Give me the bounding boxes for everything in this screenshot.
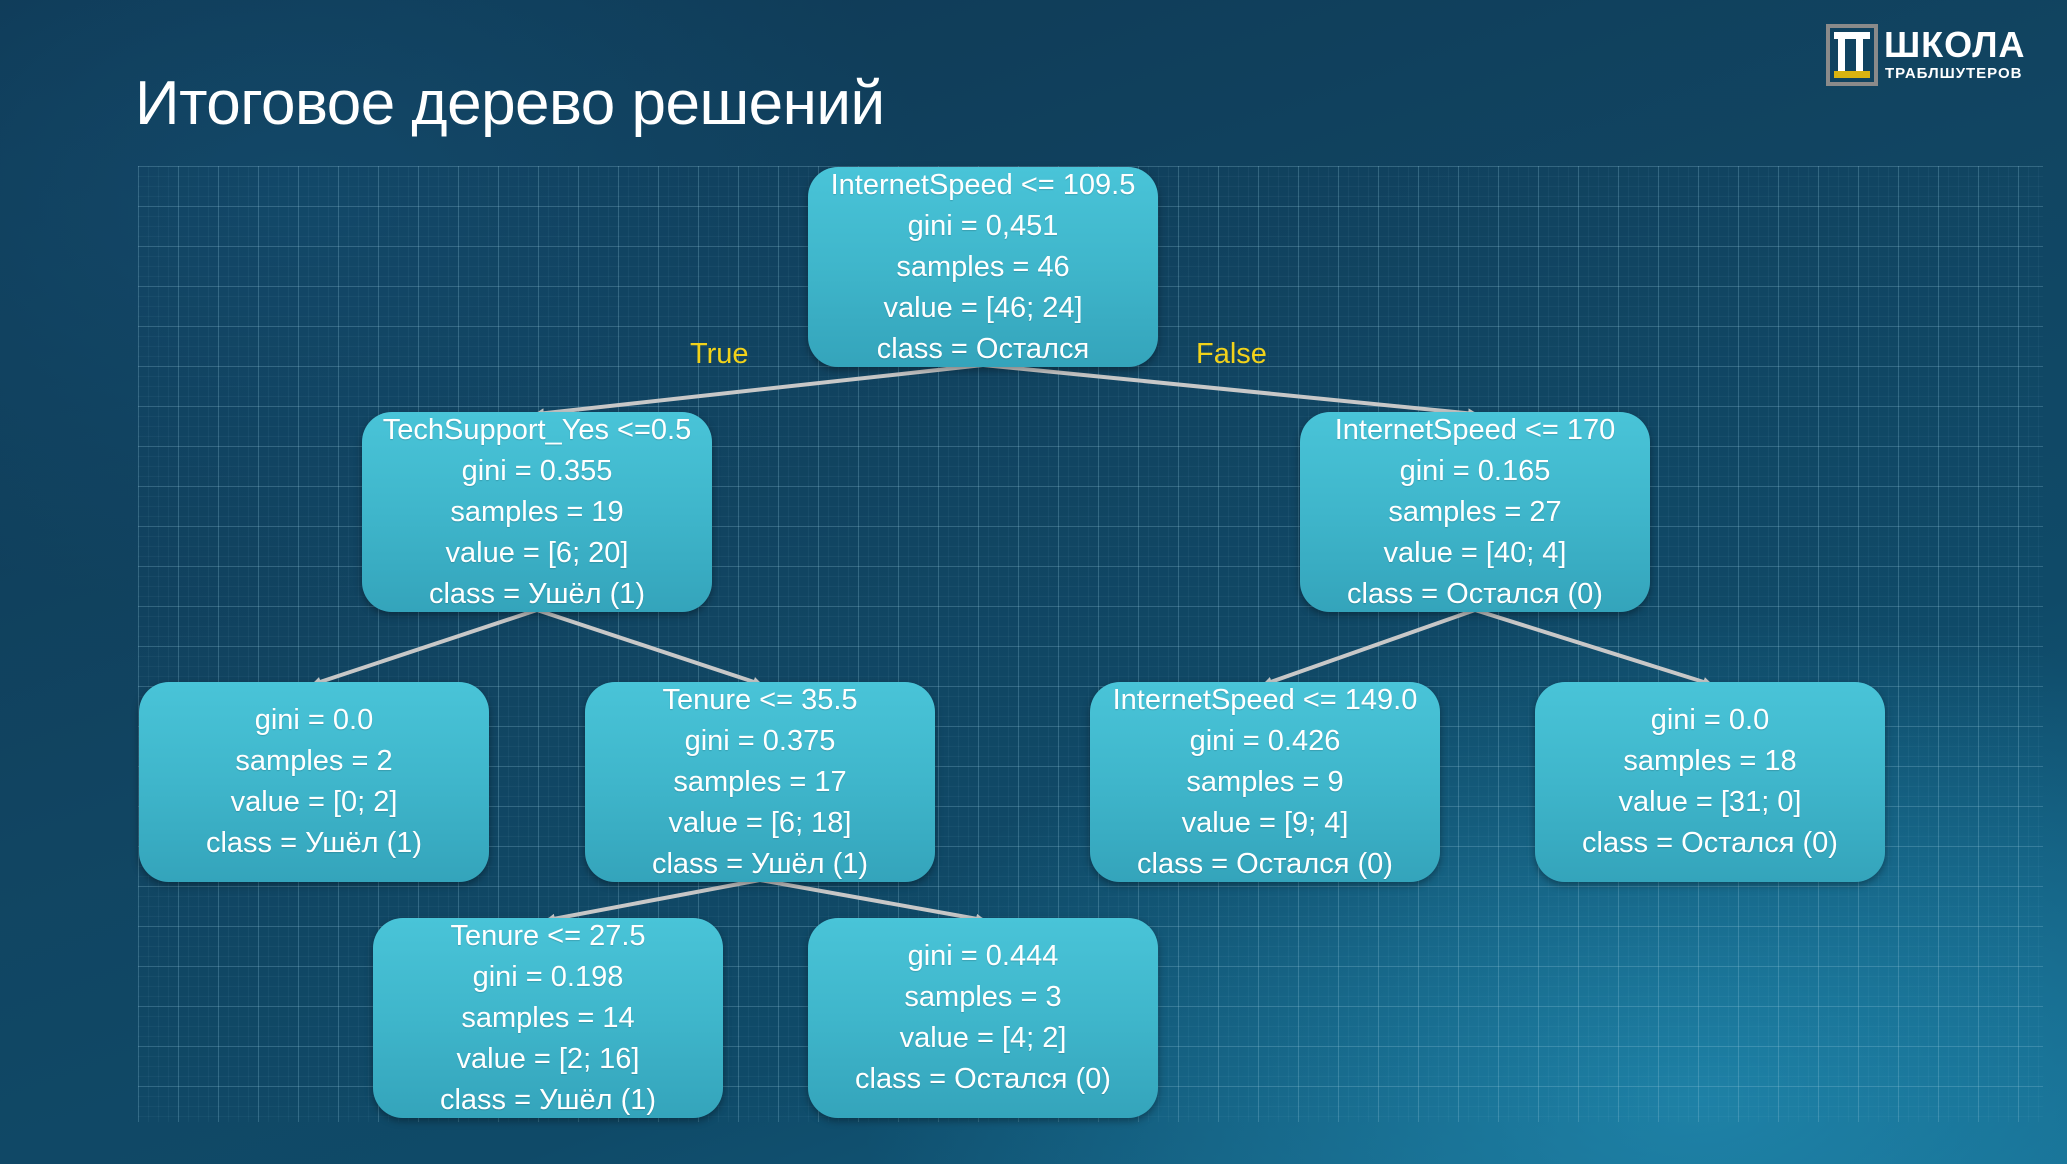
node-line: class = Остался xyxy=(876,332,1090,365)
node-line: value = [31; 0] xyxy=(1618,786,1802,818)
edge-root-to-internet170 xyxy=(982,363,1478,419)
node-line: samples = 27 xyxy=(1388,495,1562,528)
node-line: gini = 0.165 xyxy=(1399,454,1551,487)
edge-internet170-to-internet149 xyxy=(1262,608,1476,687)
node-line: value = [2; 16] xyxy=(456,1042,640,1075)
node-line: value = [40; 4] xyxy=(1383,536,1567,569)
node-line: samples = 18 xyxy=(1623,745,1797,777)
edge-label-false: False xyxy=(1196,338,1267,370)
logo-mark-icon xyxy=(1826,24,1878,86)
logo: ШКОЛА ТРАБЛШУТЕРОВ xyxy=(1826,24,2052,88)
edge-tenure355-to-leaf-ostalsya-3 xyxy=(759,878,986,924)
node-line: class = Ушёл (1) xyxy=(205,827,423,859)
node-line: Tenure <= 35.5 xyxy=(662,683,858,716)
node-line: InternetSpeed <= 170 xyxy=(1334,413,1616,446)
node-line: gini = 0.0 xyxy=(254,704,374,736)
tree-node-techsupport: TechSupport_Yes <=0.5 gini = 0.355 samples… xyxy=(362,412,712,612)
edge-techsupport-to-leaf-ushel-2 xyxy=(311,608,538,687)
edge-label-true: True xyxy=(690,338,749,370)
node-line: samples = 17 xyxy=(673,765,847,798)
node-line: value = [46; 24] xyxy=(883,291,1083,324)
node-line: value = [4; 2] xyxy=(899,1022,1067,1054)
logo-text-sub: ТРАБЛШУТЕРОВ xyxy=(1885,65,2023,82)
node-line: class = Остался (0) xyxy=(1137,847,1393,880)
node-line: gini = 0.198 xyxy=(472,960,624,993)
tree-node-internet170: InternetSpeed <= 170 gini = 0.165 samples … xyxy=(1300,412,1650,612)
node-line: gini = 0.355 xyxy=(461,454,613,487)
node-line: value = [9; 4] xyxy=(1181,806,1349,839)
edge-tenure355-to-tenure275 xyxy=(545,878,761,924)
node-line: samples = 9 xyxy=(1186,765,1344,798)
node-line: gini = 0.444 xyxy=(907,940,1059,972)
node-line: class = Ушёл (1) xyxy=(651,847,869,880)
node-line: gini = 0.375 xyxy=(684,724,836,757)
tree-node-tenure275: Tenure <= 27.5 gini = 0.198 samples = 14 va… xyxy=(373,918,723,1118)
node-line: InternetSpeed <= 109.5 xyxy=(830,168,1136,201)
node-line: class = Ушёл (1) xyxy=(428,577,646,610)
node-line: TechSupport_Yes <=0.5 xyxy=(382,413,692,446)
node-line: class = Остался (0) xyxy=(855,1063,1111,1095)
node-line: samples = 14 xyxy=(461,1001,635,1034)
node-line: samples = 2 xyxy=(235,745,393,777)
node-line: InternetSpeed <= 149.0 xyxy=(1112,683,1418,716)
logo-text-main: ШКОЛА xyxy=(1884,24,2026,65)
tree-node-tenure355: Tenure <= 35.5 gini = 0.375 samples = 17 va… xyxy=(585,682,935,882)
node-line: class = Остался (0) xyxy=(1347,577,1603,610)
node-line: Tenure <= 27.5 xyxy=(450,919,646,952)
node-line: class = Ушёл (1) xyxy=(439,1083,657,1116)
node-line: gini = 0.0 xyxy=(1650,704,1770,736)
node-line: gini = 0.426 xyxy=(1189,724,1341,757)
tree-node-leaf-ostalsya-3: gini = 0.444 samples = 3 value = [4; 2] cla… xyxy=(808,918,1158,1118)
node-line: value = [6; 20] xyxy=(445,536,629,569)
node-line: value = [0; 2] xyxy=(230,786,398,818)
node-line: value = [6; 18] xyxy=(668,806,852,839)
tree-node-leaf-ostalsya-18: gini = 0.0 samples = 18 value = [31; 0] cla… xyxy=(1535,682,1885,882)
node-line: samples = 46 xyxy=(896,250,1070,283)
edge-techsupport-to-tenure355 xyxy=(536,608,763,687)
edge-root-to-techsupport xyxy=(534,363,984,419)
node-line: class = Остался (0) xyxy=(1582,827,1838,859)
node-line: samples = 19 xyxy=(450,495,624,528)
tree-node-leaf-ushel-2: gini = 0.0 samples = 2 value = [0; 2] class… xyxy=(139,682,489,882)
node-line: gini = 0,451 xyxy=(907,209,1059,242)
tree-node-internet149: InternetSpeed <= 149.0 gini = 0.426 sample… xyxy=(1090,682,1440,882)
slide-title: Итоговое дерево решений xyxy=(135,69,885,138)
tree-node-root: InternetSpeed <= 109.5 gini = 0,451 sample… xyxy=(808,167,1158,367)
node-line: samples = 3 xyxy=(904,981,1062,1013)
edge-internet170-to-leaf-ostalsya-18 xyxy=(1474,608,1713,687)
